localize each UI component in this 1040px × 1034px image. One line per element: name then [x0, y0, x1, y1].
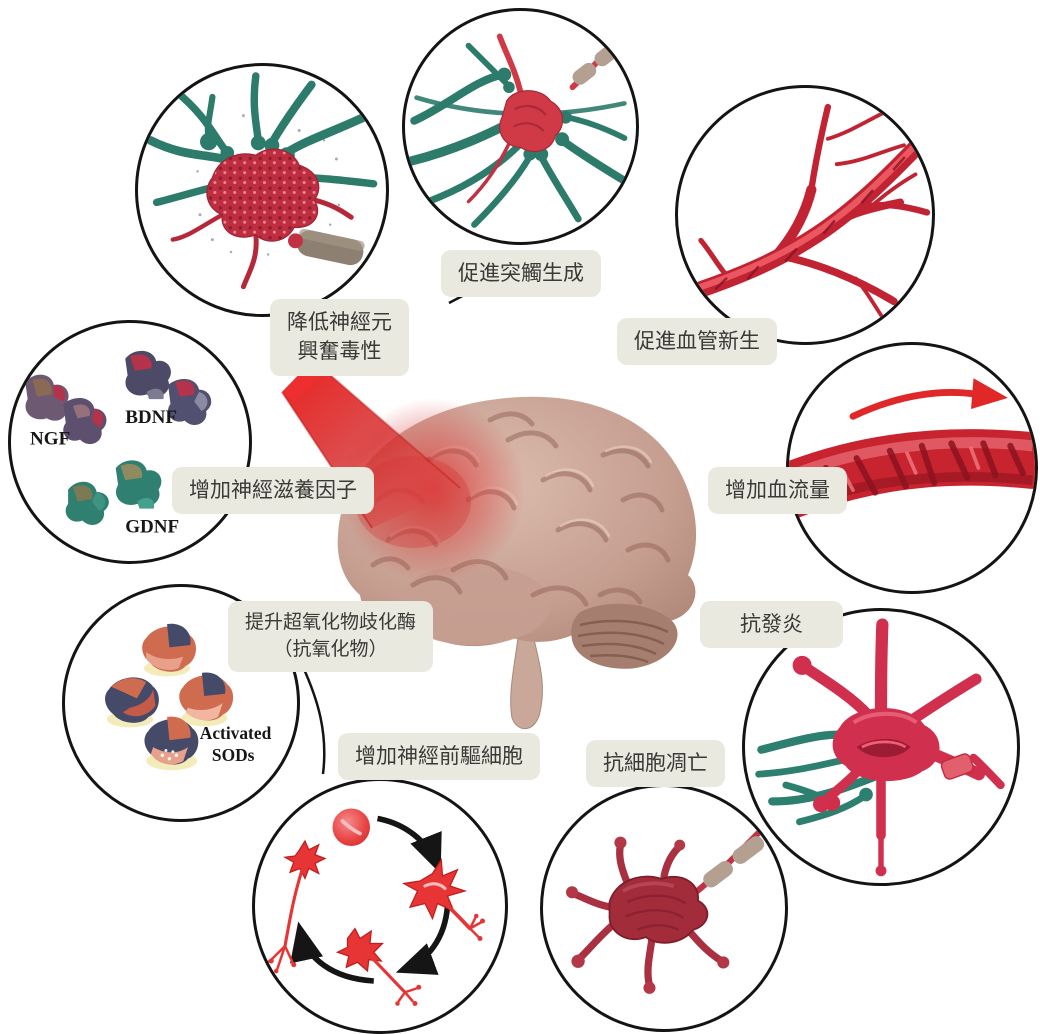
activated-sod-molecules-icon: Activated SODs [105, 623, 272, 771]
neurotrophic-factor-proteins-icon: NGF BDNF GDNF [25, 350, 212, 537]
circle-synaptogenesis [402, 8, 639, 245]
callout-angiogenesis: 促進血管新生 [617, 318, 777, 366]
callout-text: 促進突觸生成 [458, 262, 584, 285]
circle-anti-inflammation [742, 608, 1020, 886]
callout-text: 抗細胞凋亡 [603, 752, 708, 775]
callout-text: 促進血管新生 [634, 330, 760, 353]
healthy-neuron-myelinated-axon-icon [565, 825, 767, 994]
callout-text: 抗發炎 [740, 613, 803, 636]
neuron-with-glial-contacts-icon [146, 72, 378, 290]
brain-illustration [281, 359, 697, 729]
callout-sod: 提升超氧化物歧化酶 （抗氧化物） [228, 601, 434, 673]
brain-with-red-light [250, 350, 730, 740]
circle-angiogenesis [675, 85, 935, 345]
circle-excitotoxicity [135, 63, 389, 317]
callout-neurotrophic-factors: 增加神經滋養因子 [172, 467, 374, 515]
callout-text: 提升超氧化物歧化酶 [245, 612, 417, 633]
callout-text: 興奮毒性 [297, 340, 382, 364]
bdnf-label: BDNF [125, 407, 177, 428]
callout-blood-flow: 增加血流量 [708, 467, 847, 515]
callout-excitotoxicity: 降低神經元 興奮毒性 [270, 299, 409, 376]
neural-precursor-differentiation-cycle-icon [261, 808, 485, 1006]
callout-text: 增加神經前驅細胞 [355, 745, 523, 768]
red-light-beam [282, 360, 460, 528]
gdnf-label: GDNF [125, 516, 179, 537]
callout-text: 增加血流量 [725, 479, 830, 502]
ngf-label: NGF [30, 428, 70, 449]
callout-text: （抗氧化物） [273, 638, 388, 660]
circle-neurotrophic-factors: NGF BDNF GDNF [8, 320, 252, 564]
branching-blood-vessels-icon [679, 96, 931, 322]
callout-text: 增加神經滋養因子 [189, 479, 357, 502]
callout-anti-apoptosis: 抗細胞凋亡 [586, 740, 725, 788]
callout-synaptogenesis: 促進突觸生成 [441, 250, 601, 298]
microglia-cell-icon [755, 618, 1005, 877]
neuron-synapses-icon [406, 24, 636, 228]
callout-neural-precursors: 增加神經前驅細胞 [338, 733, 540, 781]
callout-anti-inflammation: 抗發炎 [700, 601, 843, 649]
circle-neural-precursors [252, 778, 508, 1034]
activated-sods-label-line2: SODs [212, 745, 255, 765]
circle-anti-apoptosis [540, 784, 788, 1032]
activated-sods-label-line1: Activated [200, 723, 272, 743]
callout-text: 降低神經元 [287, 311, 392, 334]
